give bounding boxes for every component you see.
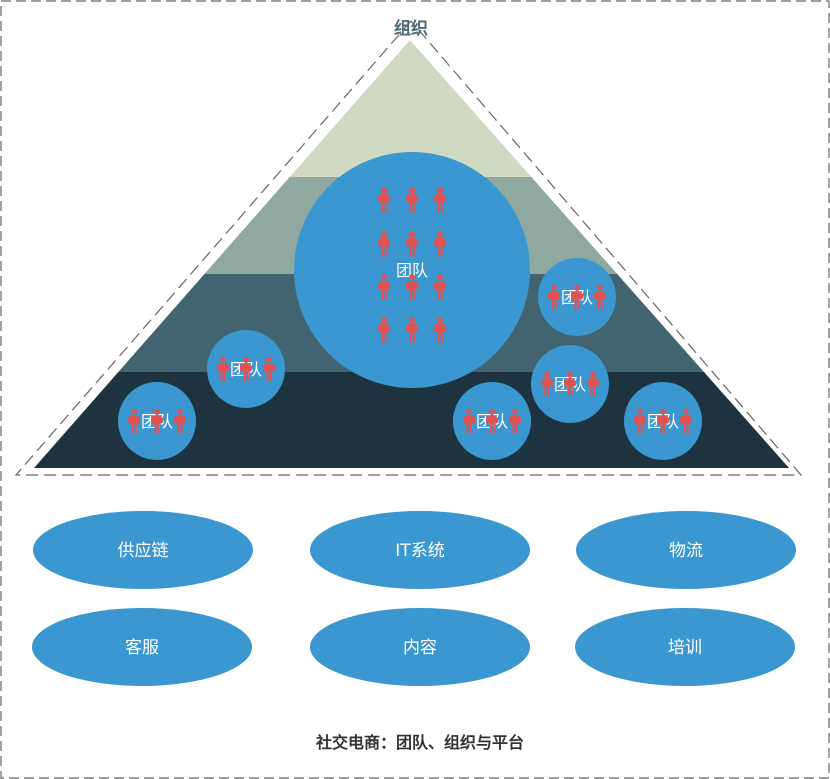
team-circle[interactable]: 团队 <box>538 258 616 336</box>
platform-customer-service[interactable]: 客服 <box>32 608 252 686</box>
platforms: 供应链 IT系统 物流 客服 内容 培训 <box>32 511 796 686</box>
platform-label: 内容 <box>403 638 437 658</box>
team-circle[interactable]: 团队 <box>624 382 702 460</box>
platform-content[interactable]: 内容 <box>310 608 530 686</box>
team-circle-shape <box>294 152 530 388</box>
platform-label: IT系统 <box>395 541 444 561</box>
platform-supply-chain[interactable]: 供应链 <box>33 511 253 589</box>
team-circle[interactable]: 团队 <box>531 345 609 423</box>
teams: 团队团队团队团队团队团队团队 <box>118 152 702 460</box>
platform-training[interactable]: 培训 <box>575 608 795 686</box>
platform-label: 培训 <box>668 638 702 658</box>
pyramid-title: 组织 <box>394 18 428 39</box>
team-label: 团队 <box>396 261 428 280</box>
platform-logistics[interactable]: 物流 <box>576 511 796 589</box>
team-circle[interactable]: 团队 <box>118 382 196 460</box>
platform-label: 客服 <box>125 638 159 658</box>
platform-it-system[interactable]: IT系统 <box>310 511 530 589</box>
pyramid-outline <box>14 20 803 476</box>
team-circle[interactable]: 团队 <box>453 382 531 460</box>
diagram-caption: 社交电商：团队、组织与平台 <box>315 733 524 752</box>
platform-label: 供应链 <box>118 541 169 561</box>
team-circle-main[interactable]: 团队 <box>294 152 530 388</box>
team-circle[interactable]: 团队 <box>207 330 285 408</box>
platform-label: 物流 <box>669 541 703 561</box>
